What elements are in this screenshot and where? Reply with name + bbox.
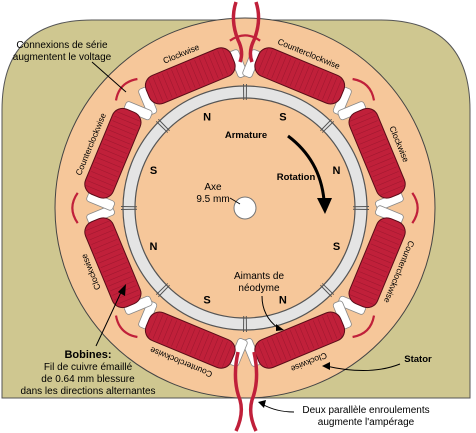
coils-title: Bobines:	[64, 349, 111, 361]
series-connections-label-line1: Connexions de série	[16, 40, 108, 51]
series-connection-loop-7	[114, 77, 138, 101]
parallel-windings-leader-arrowhead	[258, 400, 266, 408]
parallel-windings-label-line2: augmente l'ampérage	[318, 417, 415, 428]
rotation-arrow	[287, 134, 326, 201]
magnet-pole-4: S	[333, 241, 340, 253]
parallel-windings-leader	[261, 403, 295, 413]
coils-desc-line1: Fil de cuivre émaillé	[44, 362, 133, 373]
top-lead-wire-right	[248, 1, 261, 63]
series-connections-leader	[91, 61, 127, 93]
ring-gap-8-b	[158, 118, 170, 132]
ring-gaps	[121, 84, 369, 332]
ring-gap-2-a	[320, 118, 332, 132]
armature-label: Armature	[225, 130, 267, 141]
magnets-leader-arrowhead	[276, 324, 284, 331]
ring-gap-8-a	[155, 121, 169, 133]
axle	[233, 196, 257, 220]
magnet-pole-8: S	[150, 165, 157, 177]
magnet-pole-6: S	[203, 295, 210, 307]
poles-layer: N S N S N S N S	[150, 112, 341, 307]
stator-leader-arrowhead	[322, 362, 330, 370]
series-connection-loop-5	[114, 315, 138, 339]
series-connection-loop-3	[411, 192, 419, 224]
magnet-pole-5: N	[279, 295, 287, 307]
magnet-pole-1: N	[203, 112, 211, 124]
magnet-pole-2: S	[279, 112, 286, 124]
stator-label: Stator	[404, 354, 432, 365]
stator-leader	[325, 363, 401, 372]
axle-label-line2: 9.5 mm	[196, 194, 229, 205]
series-connection-loop-6	[71, 192, 79, 224]
top-lead-wire-left	[231, 1, 244, 63]
coils-leader-arrowhead	[118, 284, 126, 296]
ring-gap-4-a	[321, 283, 335, 295]
magnet-pole-7: N	[150, 241, 158, 253]
bottom-lead-wire-left	[233, 351, 244, 432]
bottom-lead-wire-right	[248, 351, 259, 432]
coil-5: Clockwise	[242, 300, 352, 374]
series-connection-loop-2	[352, 77, 376, 101]
rotation-arrowhead	[317, 198, 332, 214]
axle-leader	[229, 197, 241, 205]
magnets-leader	[261, 295, 279, 329]
axle-label-line1: Axe	[204, 182, 222, 193]
ring-gap-4-b	[320, 284, 332, 298]
coils-desc-line2: de 0.64 mm blessure	[41, 374, 135, 385]
rotation-label: Rotation	[277, 172, 316, 183]
ring-gap-6-a	[158, 284, 170, 298]
magnets-label-line2: néodyme	[238, 283, 280, 294]
coil-7: Clockwise	[79, 205, 153, 315]
series-connections-label-line2: augmentent le voltage	[13, 52, 112, 63]
ring-gap-6-b	[155, 283, 169, 295]
coils-desc-line3: dans les directions alternantes	[20, 386, 155, 397]
series-connection-loop-1	[229, 34, 261, 42]
parallel-windings-label-line1: Deux parallèle enroulements	[302, 405, 429, 416]
magnet-pole-3: N	[333, 165, 341, 177]
magnets-label-line1: Aimants de	[234, 271, 284, 282]
coils-leader	[95, 289, 123, 347]
series-connection-loop-4	[352, 315, 376, 339]
ring-gap-2-b	[321, 121, 335, 133]
